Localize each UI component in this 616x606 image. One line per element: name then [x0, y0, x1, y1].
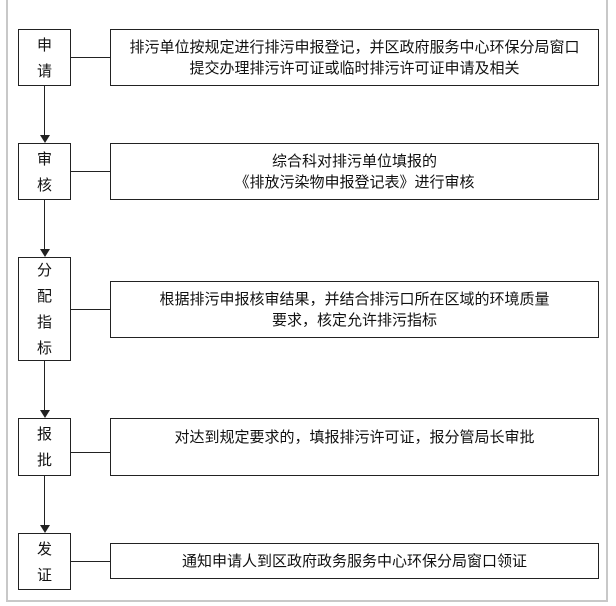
step-label: 申请 [36, 35, 52, 80]
arrow-down-icon [40, 135, 50, 143]
description-text: 要求，核定允许排污指标 [271, 310, 437, 329]
description-text: 通知申请人到区政府政务服务中心环保分局窗口领证 [181, 551, 527, 570]
connector [71, 309, 110, 310]
step-label: 审核 [36, 149, 52, 194]
description-text: 排污单位按规定进行排污申报登记，并区政府服务中心环保分局窗口提交办理排污许可证或… [129, 37, 580, 77]
step-apply-description: 排污单位按规定进行排污申报登记，并区政府服务中心环保分局窗口提交办理排污许可证或… [110, 29, 599, 86]
step-allocate-quota-description: 根据排污申报核审结果，并结合排污口所在区域的环境质量 要求，核定允许排污指标 [110, 281, 599, 338]
step-submit-approval-description: 对达到规定要求的，填报排污许可证，报分管局长审批 [110, 418, 599, 476]
flow-line [44, 361, 45, 411]
flow-line [44, 200, 45, 250]
step-submit-approval: 报批 [18, 418, 71, 476]
connector [71, 171, 110, 172]
flow-line [44, 476, 45, 526]
connector [71, 452, 110, 453]
step-allocate-quota: 分配指标 [18, 257, 71, 361]
step-label: 分配指标 [36, 261, 52, 357]
step-label: 发证 [36, 539, 52, 584]
step-issue-certificate: 发证 [18, 533, 71, 590]
connector [71, 561, 110, 562]
flow-line [44, 86, 45, 136]
step-review-description: 综合科对排污单位填报的 《排放污染物申报登记表》进行审核 [110, 143, 599, 200]
arrow-down-icon [40, 249, 50, 257]
arrow-down-icon [40, 525, 50, 533]
step-apply: 申请 [18, 29, 71, 86]
description-text: 《排放污染物申报登记表》进行审核 [234, 172, 475, 191]
page-frame [6, 0, 608, 602]
step-label: 报批 [36, 425, 52, 469]
description-text: 根据排污申报核审结果，并结合排污口所在区域的环境质量 [159, 289, 550, 308]
step-review: 审核 [18, 143, 71, 200]
step-issue-certificate-description: 通知申请人到区政府政务服务中心环保分局窗口领证 [110, 543, 599, 579]
arrow-down-icon [40, 410, 50, 418]
description-text: 综合科对排污单位填报的 [271, 151, 437, 170]
connector [71, 57, 110, 58]
description-text: 对达到规定要求的，填报排污许可证，报分管局长审批 [174, 428, 535, 446]
